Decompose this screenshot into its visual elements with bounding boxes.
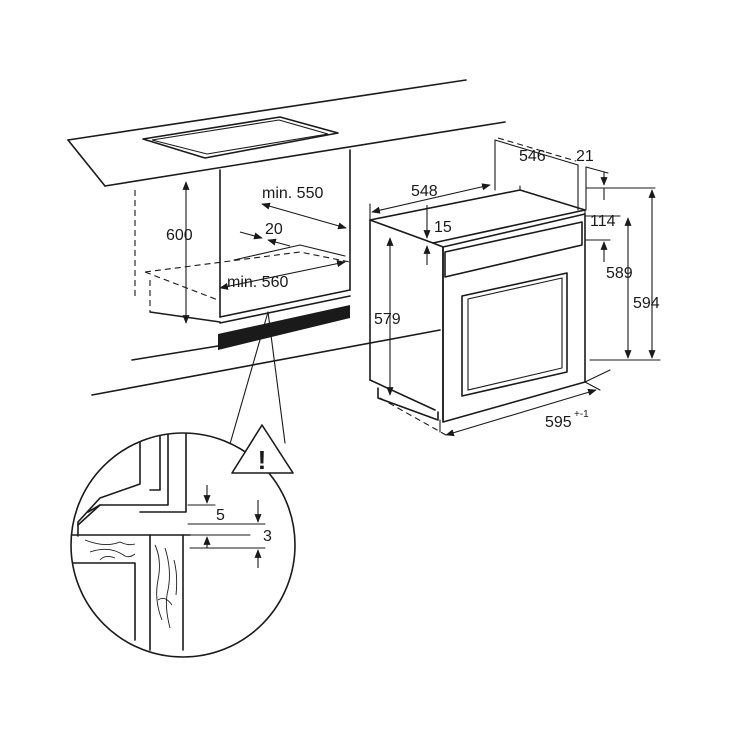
- label-oven-width-tolerance: +-1: [574, 409, 589, 420]
- hob-cutout: [142, 116, 339, 159]
- worktop: [67, 79, 506, 187]
- label-top-offset: 15: [434, 219, 452, 236]
- label-oven-top-depth: 548: [411, 183, 438, 200]
- label-cabinet-width: min. 560: [227, 274, 288, 291]
- oven-dimensions: [369, 137, 661, 437]
- label-oven-depth: 546: [519, 148, 546, 165]
- detail-circle: [70, 432, 296, 658]
- warning-triangle-icon: !: [231, 424, 294, 475]
- label-door-thickness: 21: [576, 148, 594, 165]
- detail-callout: [229, 311, 286, 445]
- cabinet-dimensions: [182, 181, 347, 324]
- label-oven-height-right: 589: [606, 265, 633, 282]
- label-detail-gap-bottom: 3: [263, 528, 272, 545]
- label-panel-height: 114: [590, 213, 616, 230]
- label-detail-gap-top: 5: [216, 507, 225, 524]
- warning-mark: !: [258, 445, 267, 475]
- label-oven-height-left: 579: [374, 311, 401, 328]
- label-oven-total-height: 594: [633, 295, 660, 312]
- label-oven-width: 595: [545, 414, 572, 431]
- label-cabinet-depth: min. 550: [262, 185, 323, 202]
- label-cabinet-height: 600: [166, 227, 193, 244]
- oven: [369, 185, 586, 423]
- floor: [91, 329, 441, 396]
- label-cabinet-gap: 20: [265, 221, 283, 238]
- cabinet: [134, 149, 351, 350]
